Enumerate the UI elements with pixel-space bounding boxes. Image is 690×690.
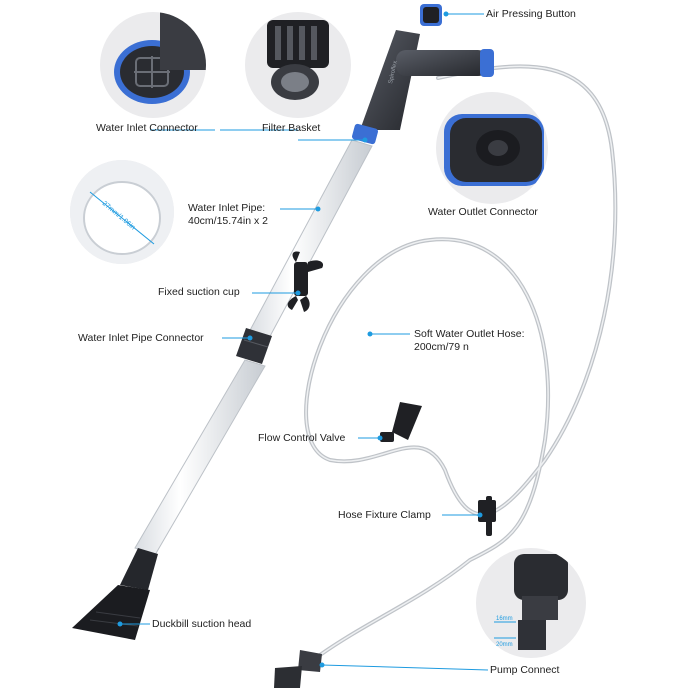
label-hose-fixture-clamp: Hose Fixture Clamp — [338, 509, 431, 521]
flow-control-valve — [380, 402, 422, 442]
label-water-inlet-pipe-connector: Water Inlet Pipe Connector — [78, 332, 204, 344]
label-air-pressing-button: Air Pressing Button — [486, 8, 576, 20]
pump-inner-dim: 16mm — [496, 616, 513, 622]
label-duckbill-suction-head: Duckbill suction head — [152, 618, 252, 630]
pump-connect-detail: 16mm 20mm — [476, 548, 586, 658]
pipe-connector-collar — [236, 328, 272, 364]
pump-outer-dim: 20mm — [496, 642, 513, 648]
label-soft-hose-line1: Soft Water Outlet Hose: — [414, 328, 525, 340]
label-water-inlet-pipe-line2: 40cm/15.74in x 2 — [188, 215, 268, 227]
label-fixed-suction-cup: Fixed suction cup — [158, 286, 240, 298]
label-soft-hose: Soft Water Outlet Hose: 200cm/79 n — [414, 328, 525, 354]
callout-dots — [117, 11, 483, 668]
duckbill-suction-head — [72, 548, 158, 640]
label-pump-connect: Pump Connect — [490, 664, 560, 676]
filter-basket-detail — [245, 12, 351, 118]
label-water-outlet-connector: Water Outlet Connector — [428, 206, 538, 218]
air-pressing-button — [420, 4, 442, 26]
t-body: Spiroflex — [352, 30, 494, 145]
label-flow-control-valve: Flow Control Valve — [258, 432, 346, 444]
pipe-diameter-detail: 27mm/1.06in — [70, 160, 174, 264]
label-water-inlet-pipe: Water Inlet Pipe: 40cm/15.74in x 2 — [188, 202, 268, 228]
label-soft-hose-line2: 200cm/79 n — [414, 341, 469, 353]
callout-lines — [120, 13, 489, 671]
label-water-inlet-connector: Water Inlet Connector — [96, 122, 198, 134]
pump-connector — [274, 650, 322, 688]
hose-fixture-clamp — [478, 496, 496, 536]
label-filter-basket: Filter Basket — [262, 122, 321, 134]
svg-text:Spiroflex: Spiroflex — [388, 60, 399, 84]
fixed-suction-cup — [287, 251, 324, 312]
water-inlet-connector-detail — [100, 12, 206, 118]
water-outlet-connector-detail — [436, 92, 548, 204]
label-water-inlet-pipe-line1: Water Inlet Pipe: — [188, 202, 266, 214]
